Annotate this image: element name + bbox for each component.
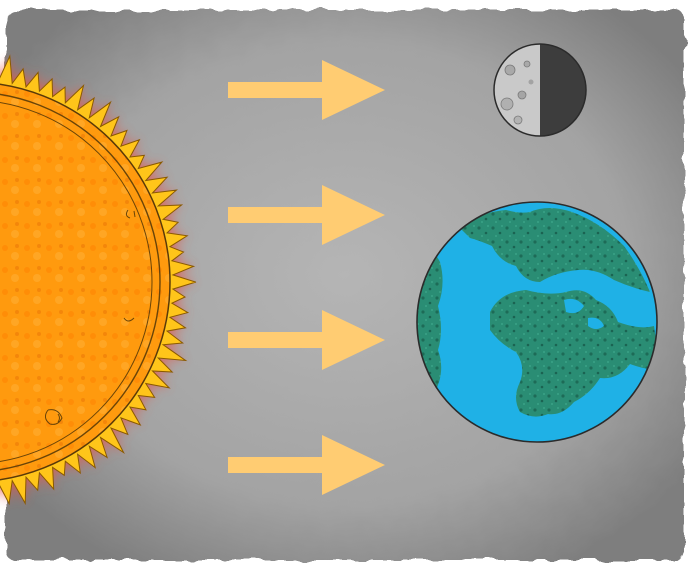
moon-crater [523,60,531,68]
earth-inner-lake [588,317,604,329]
arrow-right-icon [228,435,385,495]
earth [416,201,658,443]
earth-inner-lake [564,298,584,314]
sun-spot [125,209,136,219]
arrow-right-icon [228,185,385,245]
moon-crater [504,64,516,76]
moon-crater [517,90,527,100]
sun-inner-ring-2 [0,102,153,462]
arrow-right-icon [228,60,385,120]
sun [0,54,197,506]
sun-inner-ring [0,93,161,471]
light-rays [228,60,385,495]
earth-land-north [460,208,650,292]
moon-crater [500,97,514,111]
sun-spot [44,409,63,425]
arrow-right-icon [228,310,385,370]
sun-body [0,83,171,481]
earth-outline [416,201,658,443]
sun-spot [123,317,135,322]
earth-land-central [490,290,657,417]
moon-crater [513,115,523,125]
moon [493,43,587,137]
moon-outline [493,43,587,137]
moon-crater [528,79,534,85]
